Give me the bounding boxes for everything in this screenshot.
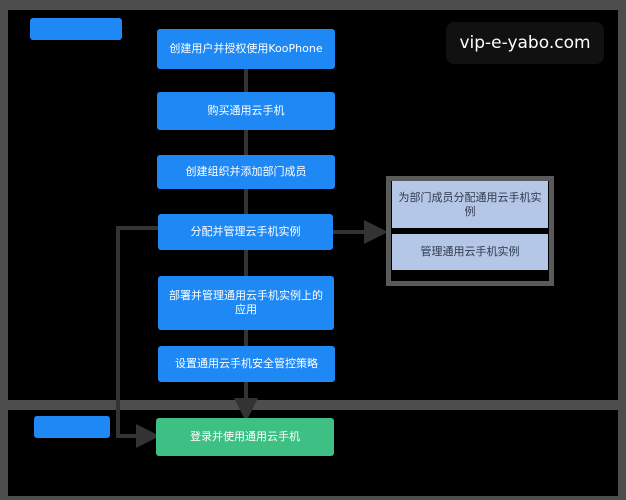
step-create-user: 创建用户并授权使用KooPhone xyxy=(157,29,335,69)
watermark-label: vip-e-yabo.com xyxy=(446,22,604,64)
step-security-policy: 设置通用云手机安全管控策略 xyxy=(158,346,335,382)
step-create-org: 创建组织并添加部门成员 xyxy=(157,155,335,189)
admin-section-tag xyxy=(30,18,122,40)
side-step-manage-instances: 管理通用云手机实例 xyxy=(392,234,548,270)
connector-loop xyxy=(116,226,160,448)
user-section-frame xyxy=(0,400,626,500)
step-deploy-apps: 部署并管理通用云手机实例上的应用 xyxy=(158,276,334,330)
side-step-assign-members: 为部门成员分配通用云手机实例 xyxy=(392,181,548,228)
step-assign-manage: 分配并管理云手机实例 xyxy=(158,214,333,250)
step-buy-phone: 购买通用云手机 xyxy=(157,92,335,130)
user-section-tag xyxy=(34,416,110,438)
step-login-use: 登录并使用通用云手机 xyxy=(156,418,334,456)
